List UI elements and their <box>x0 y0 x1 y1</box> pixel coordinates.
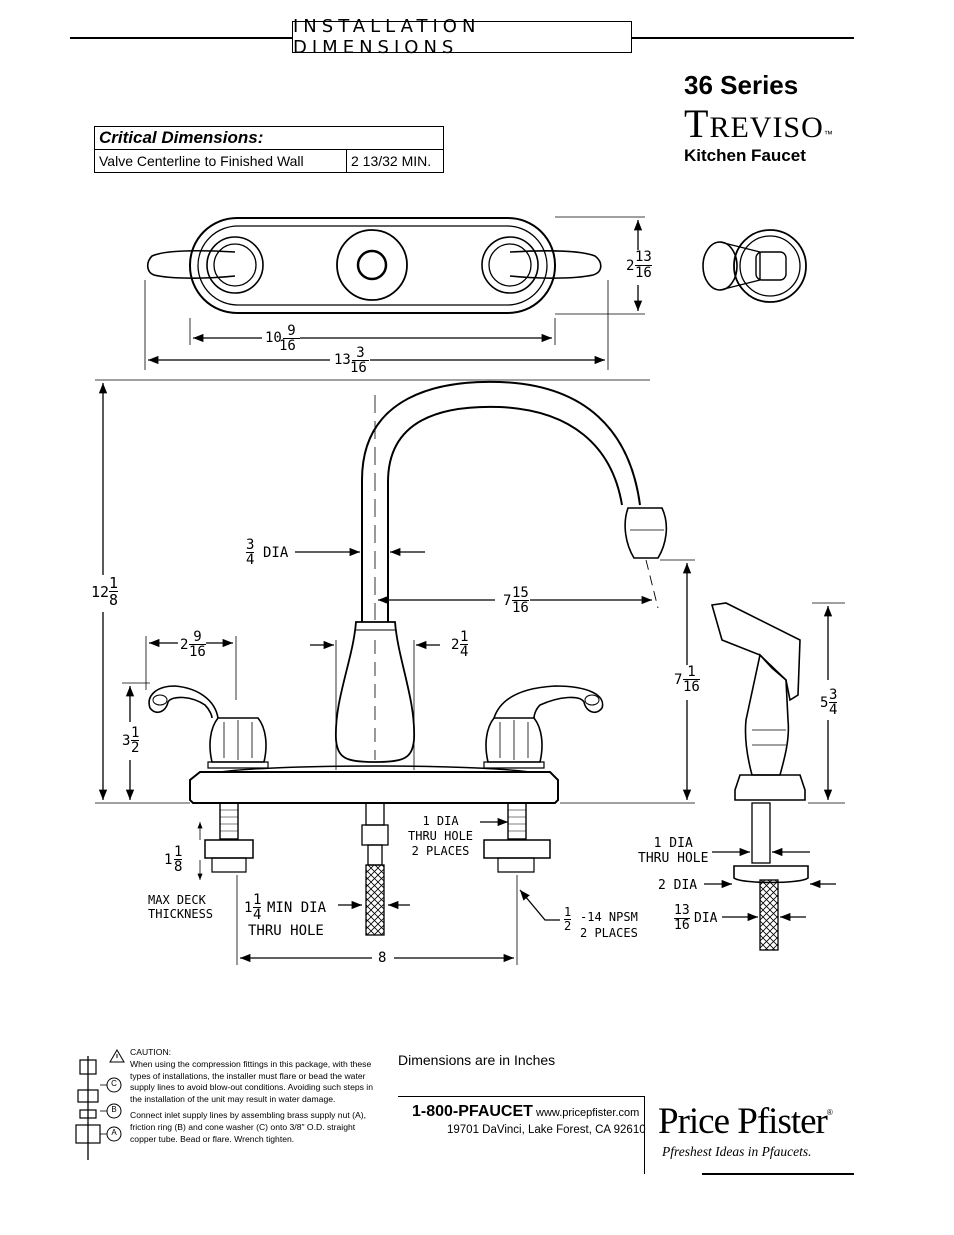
caution-heading: CAUTION: <box>130 1047 172 1057</box>
website: www.pricepfister.com <box>536 1107 640 1119</box>
side-spray <box>704 602 845 951</box>
logo-tagline: Pfreshest Ideas in Pfaucets. <box>662 1144 812 1159</box>
label-a: A <box>111 1128 117 1137</box>
units-note: Dimensions are in Inches <box>398 1052 556 1068</box>
caution-note: CAUTION: When using the compression fitt… <box>130 1047 380 1145</box>
logo-box <box>644 1096 855 1174</box>
critical-value: 2 13/32 MIN. <box>346 149 444 173</box>
handle-side-view <box>702 229 807 303</box>
series-title: 36 Series <box>684 70 799 100</box>
brand-rest: REVISO <box>709 111 824 144</box>
header-rule-left <box>70 37 292 39</box>
critical-heading: Critical Dimensions: <box>94 126 444 150</box>
brand-logo: TREVISO™ <box>684 104 834 148</box>
address: 19701 DaVinci, Lake Forest, CA 92610 <box>447 1124 646 1136</box>
valve-hole-note: 1 DIA THRU HOLE 2 PLACES <box>408 814 474 858</box>
trademark: ™ <box>823 129 834 139</box>
price-pfister-logo: Price Pfister® <box>658 1101 833 1142</box>
spray-dia-note: 2 DIA <box>658 878 698 893</box>
label-b: B <box>111 1105 117 1114</box>
header-rule-right <box>632 37 854 39</box>
page-title: INSTALLATION DIMENSIONS <box>292 16 632 58</box>
deck-note: MAX DECK THICKNESS <box>148 893 214 921</box>
logo-rule <box>702 1173 854 1175</box>
phone-number: 1-800-PFAUCET <box>412 1103 533 1120</box>
front-view <box>95 379 695 965</box>
dim-spacing: 8 <box>378 950 387 966</box>
critical-dimensions-table: Critical Dimensions: Valve Centerline to… <box>94 126 444 173</box>
spray-hole-note: 1 DIA THRU HOLE <box>638 836 709 866</box>
caution-text-1: When using the compression fittings in t… <box>130 1058 373 1105</box>
brand-initial: T <box>684 101 710 146</box>
supply-fitting-illustration <box>75 1049 125 1160</box>
caution-text-2: Connect inlet supply lines by assembling… <box>130 1109 366 1144</box>
label-c: C <box>111 1079 117 1088</box>
product-type: Kitchen Faucet <box>684 146 806 165</box>
top-view <box>144 216 645 370</box>
